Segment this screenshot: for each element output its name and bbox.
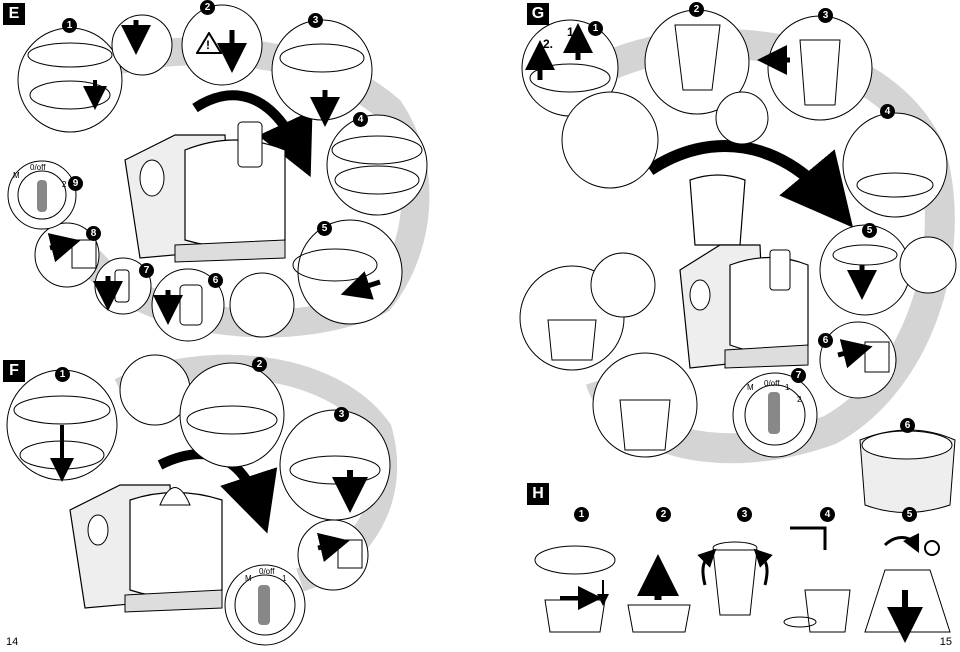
h-step-2-number: 2: [656, 507, 671, 522]
e-step-1-number: 1: [62, 18, 77, 33]
section-g-main-arrow: [646, 140, 854, 228]
g-lid-circle: [590, 252, 656, 318]
g-step-5-number: 5: [862, 223, 877, 238]
h-step-5-number: 5: [902, 507, 917, 522]
section-e-food-processor: [124, 121, 286, 263]
g-step1-label-second: 2.: [543, 37, 554, 51]
g-step5-circle: [819, 224, 911, 316]
g-step6-circle: [819, 321, 897, 399]
e-dial-m-label: M: [13, 171, 20, 180]
g-step4-circle: [842, 112, 948, 218]
g-step-1-number: 1: [588, 21, 603, 36]
g-step-7-number: 7: [791, 368, 806, 383]
f-plug-circle: [297, 519, 369, 591]
g-beans-circle: [592, 352, 698, 458]
e-step-8-number: 8: [86, 226, 101, 241]
g-step-4-number: 4: [880, 104, 895, 119]
section-f-food-processor: [69, 484, 223, 613]
g-dial-m-label: M: [747, 383, 754, 392]
h-step-4-number: 4: [820, 507, 835, 522]
e-step-2-number: 2: [200, 0, 215, 15]
e-step4-circle: [326, 114, 428, 216]
h-step3-figure: [697, 541, 773, 616]
g-dial-two-label: 2: [797, 395, 802, 404]
g-step2b-circle: [715, 91, 769, 145]
warning-icon: [196, 32, 222, 54]
g-step-6-number: 6: [818, 333, 833, 348]
page-number-right: 15: [939, 636, 952, 648]
e-dial-two-label: 2: [62, 180, 67, 189]
f-step1b-circle: [119, 354, 191, 426]
section-e-badge: E: [3, 3, 25, 25]
f-step2-circle: [179, 362, 285, 468]
e-step-5-number: 5: [317, 221, 332, 236]
f-step-1-number: 1: [55, 367, 70, 382]
e-step2-circle: [181, 4, 263, 86]
page-number-left: 14: [6, 636, 19, 648]
g-step1-label-first: 1.: [567, 25, 578, 39]
e-step-6-number: 6: [208, 273, 223, 288]
g-step-2-number: 2: [689, 2, 704, 17]
h-step5-figure: [864, 532, 951, 643]
e-dial-off-label: 0/off: [30, 163, 46, 172]
h-step2-figure: [627, 554, 691, 633]
g-step3-circle: [767, 15, 873, 121]
section-f-illustration: [6, 354, 398, 646]
g-dial-one-label: 1: [785, 383, 790, 392]
section-g-badge: G: [527, 3, 549, 25]
f-step3-circle: [279, 409, 391, 521]
f-dial-off-label: 0/off: [259, 567, 275, 576]
g-step6b-bowl: [859, 429, 956, 513]
section-g-blender: [679, 174, 809, 369]
e-step-3-number: 3: [308, 13, 323, 28]
h-step1-figure: [534, 545, 616, 633]
e-step1b-circle: [111, 14, 173, 76]
section-e-main-arrow: [192, 90, 313, 178]
e-step1-circle: [17, 27, 123, 133]
g-step-6b-number: 6: [900, 418, 915, 433]
h-step4-figure: [783, 526, 851, 633]
f-step-2-number: 2: [252, 357, 267, 372]
g-step5b-circle: [899, 236, 957, 294]
section-h-badge: H: [527, 483, 549, 505]
f-dial-m-label: M: [245, 574, 252, 583]
e-step3-circle: [271, 19, 373, 121]
section-f-badge: F: [3, 360, 25, 382]
e-step-4-number: 4: [353, 112, 368, 127]
g-step-3-number: 3: [818, 8, 833, 23]
section-h-illustration: [534, 526, 951, 643]
h-step-1-number: 1: [574, 507, 589, 522]
e-step-7-number: 7: [139, 263, 154, 278]
section-g-illustration: [519, 9, 957, 513]
warning-icon-mark: !: [206, 38, 210, 52]
h-step-3-number: 3: [737, 507, 752, 522]
e-step5-circle: [297, 219, 403, 325]
e-step6b-circle: [229, 272, 295, 338]
f-dial-one-label: 1: [282, 574, 287, 583]
section-e-illustration: [7, 4, 430, 342]
g-dial-off-label: 0/off: [764, 379, 780, 388]
g-step1b-circle: [561, 91, 659, 189]
e-step-9-number: 9: [68, 176, 83, 191]
f-step-3-number: 3: [334, 407, 349, 422]
